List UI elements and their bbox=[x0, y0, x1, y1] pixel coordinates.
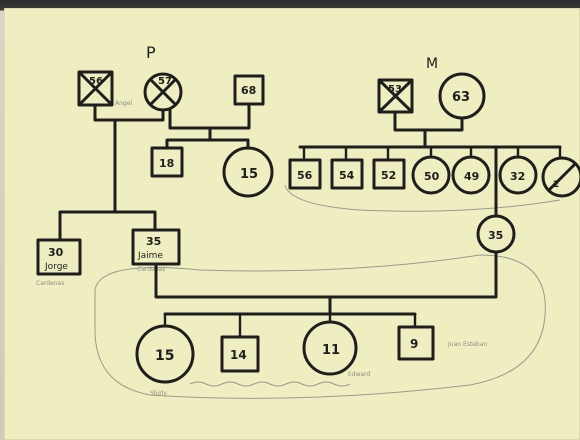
mat-uncle-1-age: 56 bbox=[297, 169, 313, 182]
pat-step-grandfather-age: 68 bbox=[241, 84, 256, 97]
child-2-age: 14 bbox=[230, 348, 247, 362]
father-age: 35 bbox=[146, 235, 161, 248]
mat-grandparents-union bbox=[393, 110, 464, 132]
mat-grandfather-age: 53 bbox=[388, 84, 402, 95]
child-1-age: 15 bbox=[155, 348, 174, 364]
pat-half-sibling-branch-b bbox=[208, 138, 250, 149]
child-4-note: Juan Esteban bbox=[447, 341, 487, 348]
mat-aunt-4-circle bbox=[541, 156, 580, 198]
pat-grandfather-note: Angel bbox=[115, 100, 132, 107]
mat-grandmother-age: 63 bbox=[452, 90, 470, 105]
mat-aunt-3-age: 32 bbox=[510, 170, 525, 183]
parents-union bbox=[154, 250, 498, 299]
mat-grandfather-x2 bbox=[378, 79, 413, 113]
pat-uncle-note: Cardenas bbox=[36, 280, 64, 287]
pat-grandfather-age: 56 bbox=[89, 76, 103, 87]
mat-aunt-1-circle bbox=[411, 155, 451, 195]
mat-uncle-1-square bbox=[288, 158, 322, 190]
pat-uncle-age: 30 bbox=[48, 246, 64, 259]
child-2-square bbox=[220, 335, 260, 373]
mat-aunt-3-circle bbox=[498, 155, 538, 195]
pat-children-branch bbox=[58, 210, 157, 240]
pat-grandmother-age: 57 bbox=[158, 76, 172, 87]
pat-uncle-square bbox=[36, 238, 82, 276]
paternal-side-label: P bbox=[146, 43, 156, 62]
mat-uncle-2-square bbox=[330, 158, 364, 190]
pat-grandparents-union bbox=[93, 103, 165, 122]
mat-aunt-2-age: 49 bbox=[464, 170, 479, 183]
mat-aunt-1-age: 50 bbox=[424, 170, 440, 183]
paper-sheet bbox=[4, 8, 580, 440]
pat-half-aunt-circle bbox=[222, 146, 274, 198]
mat-uncle-3-square bbox=[372, 158, 406, 190]
child-1-circle bbox=[135, 324, 195, 384]
child-3-circle bbox=[302, 320, 358, 376]
pat-half-uncle-age: 18 bbox=[159, 157, 174, 170]
wavy-pencil-line bbox=[189, 381, 351, 387]
household-outline bbox=[94, 254, 546, 399]
maternal-side-label: M bbox=[426, 56, 438, 72]
child-4-square bbox=[397, 325, 435, 361]
pat-grandfather-x2 bbox=[78, 71, 113, 106]
mat-aunt-4-age: 2 bbox=[553, 180, 559, 190]
maternal-outline bbox=[284, 184, 561, 212]
pat-second-union bbox=[168, 102, 251, 130]
child-3-age: 11 bbox=[322, 343, 340, 358]
pat-half-aunt-age: 15 bbox=[240, 167, 258, 182]
mat-aunt-4-x bbox=[547, 162, 577, 192]
child-1-note: Shirly bbox=[150, 390, 167, 397]
father-name: Jaime bbox=[137, 251, 163, 261]
mat-aunt-2-circle bbox=[451, 155, 491, 195]
mat-uncle-2-age: 54 bbox=[339, 169, 355, 182]
pat-half-sibling-branch-a bbox=[165, 126, 212, 150]
mother-age: 35 bbox=[488, 229, 503, 242]
mat-uncle-3-age: 52 bbox=[381, 169, 396, 182]
pat-uncle-name: Jorge bbox=[44, 262, 68, 272]
pat-half-uncle-square bbox=[150, 146, 184, 178]
child-3-note: Edward bbox=[348, 371, 371, 378]
pat-grandmother-x2 bbox=[149, 78, 177, 106]
child-4-age: 9 bbox=[410, 337, 418, 351]
father-note: Cardenas bbox=[137, 266, 165, 273]
